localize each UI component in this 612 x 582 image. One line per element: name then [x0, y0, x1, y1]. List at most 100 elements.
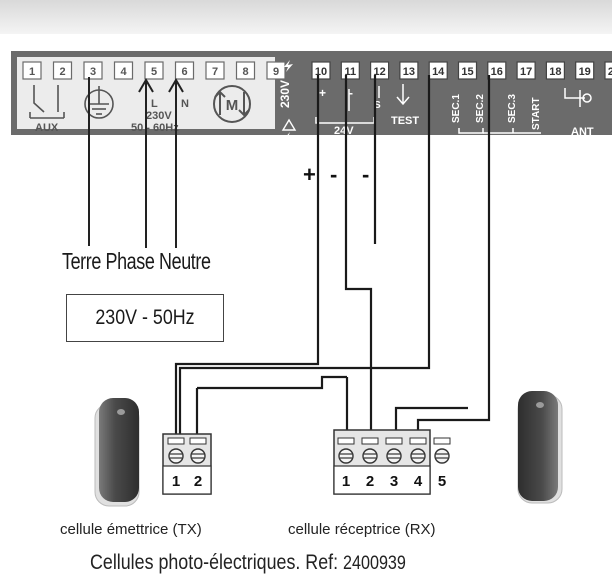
- terre-label: Terre: [62, 248, 101, 274]
- lowv-terminal-16: 16: [487, 61, 507, 80]
- test-label: TEST: [391, 115, 419, 127]
- mains-terminal-number: 5: [151, 66, 157, 78]
- polarity-plus: +: [303, 162, 316, 187]
- top-strip: [0, 0, 612, 34]
- tx-terminal-number: 2: [194, 473, 202, 490]
- mains-frequency-label: 50 - 60Hz: [131, 122, 179, 134]
- mains-terminal-number: 6: [181, 66, 187, 78]
- mains-terminal-7: 7: [205, 61, 225, 80]
- right-terminal-row: 1011121314151617181920: [311, 61, 612, 80]
- mains-terminal-1: 1: [22, 61, 42, 80]
- lowv-terminal-number: 14: [432, 66, 445, 78]
- lowv-terminal-number: 13: [403, 66, 415, 78]
- mains-terminal-number: 2: [59, 66, 65, 78]
- lowv-terminal-number: 19: [579, 66, 591, 78]
- neutral-N-label: N: [181, 98, 189, 110]
- mains-terminal-number: 8: [242, 66, 248, 78]
- lowv-terminal-number: 20: [608, 66, 612, 78]
- mains-labels: Terre Phase Neutre: [62, 248, 211, 275]
- rx-terminal-number: 1: [342, 473, 350, 490]
- rx-screw-5: 5: [433, 437, 451, 490]
- mains-terminal-number: 4: [120, 66, 127, 78]
- sec1-label: SEC.1: [451, 94, 462, 123]
- lowv-terminal-number: 16: [491, 66, 503, 78]
- lowv-terminal-18: 18: [545, 61, 566, 80]
- mains-voltage-label: 230V: [146, 110, 172, 122]
- lightning-icon: [284, 60, 293, 144]
- phase-L-label: L: [151, 98, 158, 110]
- sec3-label: SEC.3: [507, 94, 518, 123]
- tx-caption: cellule émettrice (TX): [60, 521, 202, 538]
- rx-screw-1: 1: [337, 437, 355, 490]
- aux-relay-symbol: [29, 85, 65, 119]
- antenna-label: ANT: [571, 126, 594, 138]
- mains-vertical-label: 230V: [278, 80, 292, 108]
- rx-terminal-number: 2: [366, 473, 374, 490]
- rx-caption: cellule réceptrice (RX): [288, 521, 436, 538]
- lowv-terminal-number: 17: [520, 66, 532, 78]
- mains-terminal-3: 3: [83, 61, 103, 80]
- lowv-terminal-number: 15: [461, 66, 473, 78]
- mains-terminal-2: 2: [52, 61, 73, 80]
- rx-terminal-number: 5: [438, 473, 446, 490]
- lowv-terminal-number: 11: [344, 66, 356, 78]
- supply-label: 230V - 50Hz: [95, 306, 195, 329]
- lowv-terminal-13: 13: [399, 61, 419, 80]
- neutre-label: Neutre: [159, 248, 211, 274]
- mains-terminal-number: 3: [90, 66, 96, 78]
- polarity-minus-1: -: [330, 162, 337, 187]
- tx-terminal-number: 1: [172, 473, 180, 490]
- earth-icon: [84, 86, 114, 119]
- supply-box: 230V - 50Hz: [66, 294, 224, 342]
- mains-terminal-number: 7: [212, 66, 218, 78]
- mains-terminal-6: 6: [174, 61, 195, 80]
- aux-label: AUX: [35, 122, 59, 134]
- footer-ref: 2400939: [343, 553, 406, 574]
- lowv-terminal-17: 17: [516, 61, 536, 80]
- rx-terminal-number: 3: [390, 473, 398, 490]
- minus-terminal-label: -: [349, 86, 353, 100]
- footer: Cellules photo-électriques. Ref: 2400939: [90, 551, 406, 575]
- warning-icon: [281, 118, 297, 131]
- 24v-label: 24V: [334, 125, 354, 137]
- lowv-terminal-12: 12: [370, 61, 390, 80]
- plus-terminal-label: +: [319, 86, 326, 100]
- photocell-wires: [174, 75, 491, 440]
- mains-terminal-5: 5: [144, 61, 164, 80]
- lowv-terminal-number: 12: [373, 66, 385, 78]
- tx-screw-2: 2: [189, 437, 207, 490]
- phase-label: Phase: [105, 248, 155, 274]
- rx-photocell-housing: [517, 391, 563, 504]
- motor-label: M: [226, 97, 239, 114]
- lowv-terminal-15: 15: [457, 61, 478, 80]
- rx-screw-3: 3: [385, 437, 403, 490]
- footer-prefix: Cellules photo-électriques. Ref:: [90, 551, 339, 574]
- polarity-minus-2: -: [362, 162, 369, 187]
- motor-icon: [213, 85, 251, 123]
- lowv-terminal-14: 14: [428, 61, 448, 80]
- mains-terminal-8: 8: [235, 61, 256, 80]
- mains-terminal-9: 9: [266, 61, 286, 80]
- left-terminal-row: 1 2 3 4 5 6 7 8 9: [22, 61, 286, 80]
- lowv-terminal-19: 19: [575, 61, 595, 80]
- sec2-label: SEC.2: [475, 94, 486, 123]
- mains-terminal-number: 1: [29, 66, 35, 78]
- rx-screw-2: 2: [361, 437, 379, 490]
- s-terminal-label: S: [374, 100, 381, 111]
- lowv-terminal-11: 11: [340, 61, 360, 80]
- lowv-terminal-number: 18: [549, 66, 561, 78]
- tx-screw-1: 1: [167, 437, 185, 490]
- start-label: START: [531, 97, 542, 130]
- mains-wires: [88, 77, 184, 248]
- mains-terminal-4: 4: [113, 61, 134, 80]
- rx-screw-4: 4: [409, 437, 427, 490]
- tx-photocell-housing: [94, 398, 140, 507]
- mains-terminal-number: 9: [273, 66, 279, 78]
- lowv-terminal-20: 20: [604, 61, 612, 80]
- rx-terminal-number: 4: [414, 473, 423, 490]
